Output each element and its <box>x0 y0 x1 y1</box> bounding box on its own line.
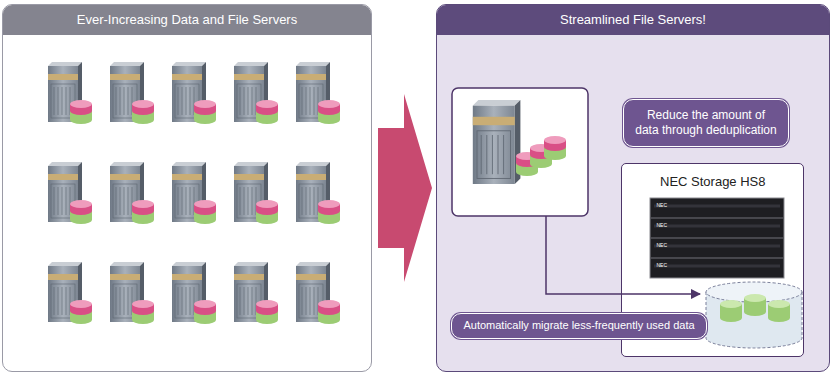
file-server-icon <box>48 162 92 224</box>
file-server-icon <box>172 162 216 224</box>
file-server-icon <box>296 162 340 224</box>
storage-rack <box>650 198 784 278</box>
file-server-icon <box>110 162 154 224</box>
callout-text: Automatically migrate less-frequently us… <box>453 316 704 336</box>
small-server-box-art <box>452 88 588 216</box>
file-server-icon <box>296 62 340 124</box>
file-server-icon <box>234 162 278 224</box>
panel-heading: Streamlined File Servers! <box>437 5 829 35</box>
brand-label: NEC <box>657 242 668 248</box>
right-panel: Streamlined File Servers! Reduce the amou… <box>436 4 830 372</box>
file-server-icon <box>48 62 92 124</box>
transition-arrow <box>378 94 432 282</box>
file-server-icon <box>296 262 340 324</box>
dedup-callout: Reduce the amount of data through dedupl… <box>623 99 789 147</box>
server-grid <box>48 62 340 324</box>
file-server-icon <box>172 262 216 324</box>
file-server-icon <box>234 262 278 324</box>
migration-line <box>546 216 700 294</box>
migrate-callout: Automatically migrate less-frequently us… <box>451 313 707 339</box>
storage-pool <box>706 282 802 348</box>
file-server-icon <box>48 262 92 324</box>
brand-label: NEC <box>657 262 668 268</box>
brand-label: NEC <box>657 222 668 228</box>
file-server-icon <box>172 62 216 124</box>
brand-label: NEC <box>657 202 668 208</box>
file-server-icon <box>234 62 278 124</box>
panel-heading: Ever-Increasing Data and File Servers <box>3 5 371 35</box>
callout-text: Reduce the amount of data through dedupl… <box>624 105 788 141</box>
left-panel: Ever-Increasing Data and File Servers <box>2 4 372 372</box>
file-server-icon <box>110 62 154 124</box>
file-server-icon <box>110 262 154 324</box>
product-name: NEC Storage HS8 <box>622 164 803 189</box>
